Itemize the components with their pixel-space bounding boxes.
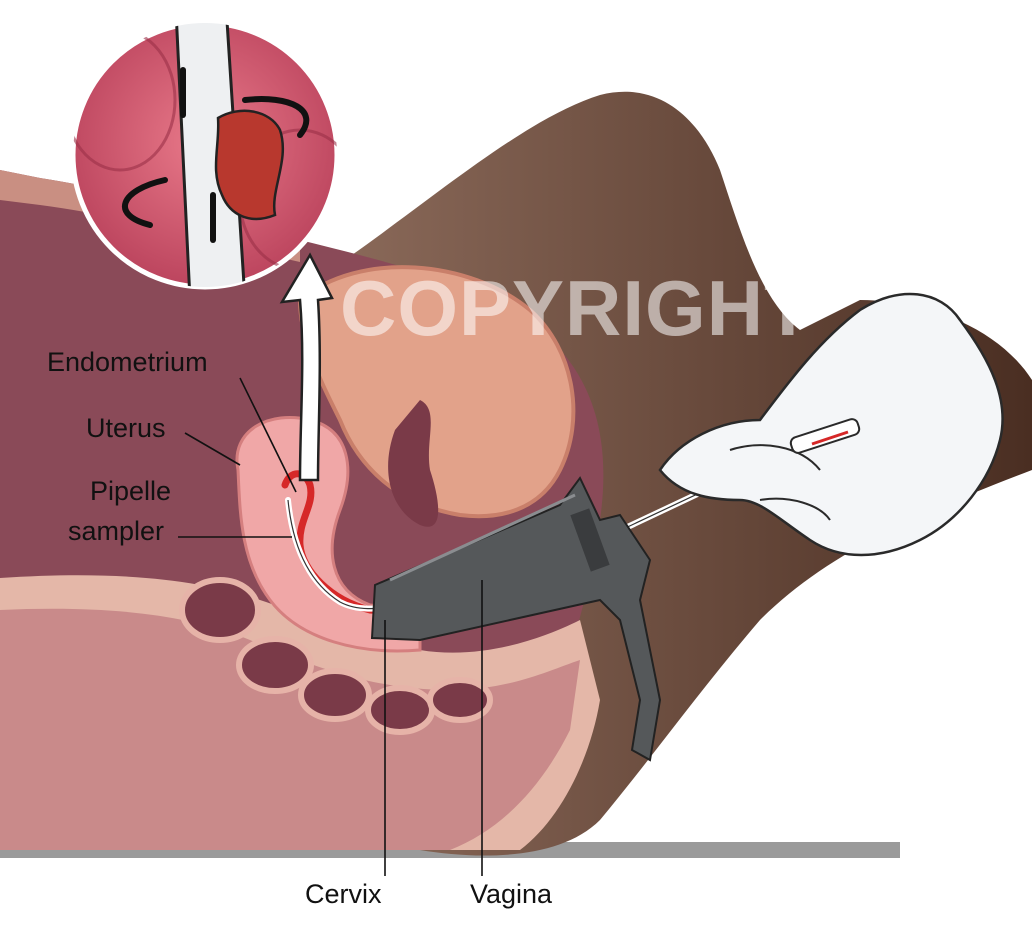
tissue-sample — [214, 109, 285, 221]
magnified-view — [70, 20, 340, 290]
bladder-region — [297, 265, 576, 519]
leader-lines — [178, 377, 483, 876]
speculum — [370, 476, 662, 762]
callout-arrow — [279, 252, 334, 482]
label-vagina: Vagina — [470, 879, 553, 909]
label-cervix: Cervix — [305, 879, 382, 909]
gloved-hand — [658, 292, 1004, 557]
pelvic-floor-inner — [0, 608, 580, 850]
label-pipelle-line2: sampler — [68, 516, 164, 546]
label-endometrium: Endometrium — [47, 347, 208, 377]
rotation-arrows — [122, 67, 310, 243]
copyright-watermark: COPYRIGHT — [340, 264, 813, 352]
label-pipelle-line1: Pipelle — [90, 476, 171, 506]
bowel-loops — [179, 577, 493, 735]
magnified-pipelle — [173, 23, 247, 287]
rectum-cavity — [388, 400, 439, 527]
label-uterus: Uterus — [86, 413, 166, 443]
